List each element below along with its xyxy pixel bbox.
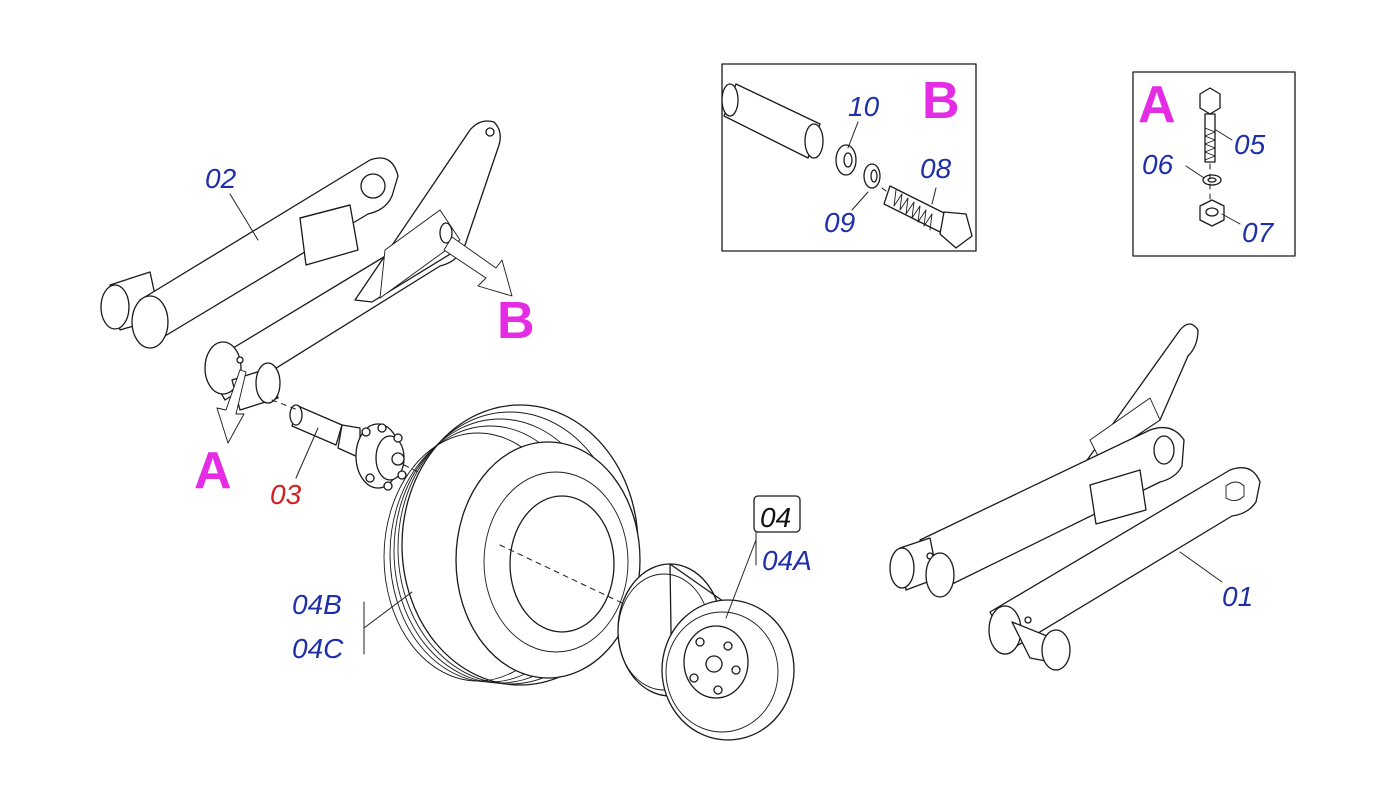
detail-pointer-a	[216, 369, 247, 444]
part-label-09[interactable]: 09	[824, 207, 855, 238]
bolt-08[interactable]	[881, 185, 973, 249]
part-label-02[interactable]: 02	[205, 163, 237, 194]
rim-04[interactable]	[617, 563, 795, 741]
detail-pointer-b	[443, 236, 513, 297]
part-label-05[interactable]: 05	[1234, 129, 1266, 160]
pin-part[interactable]	[721, 83, 824, 159]
tire-04b-04c[interactable]	[383, 404, 701, 686]
part-label-01[interactable]: 01	[1222, 581, 1253, 612]
washer-10[interactable]	[835, 144, 857, 176]
hub-shaft-03[interactable]	[271, 399, 431, 491]
nut-07[interactable]	[1199, 199, 1225, 227]
part-label-04a[interactable]: 04A	[762, 545, 812, 576]
part-label-06[interactable]: 06	[1142, 149, 1174, 180]
part-label-03[interactable]: 03	[270, 479, 302, 510]
selection-highlight	[753, 495, 801, 533]
detail-letter-b-inset: B	[922, 72, 960, 130]
detail-letter-a-main: A	[194, 442, 232, 500]
detail-letter-b-main: B	[497, 292, 535, 350]
part-label-07[interactable]: 07	[1242, 217, 1275, 248]
part-label-10[interactable]: 10	[848, 91, 880, 122]
washer-09[interactable]	[863, 163, 881, 189]
washer-06[interactable]	[1202, 174, 1222, 186]
part-label-04c[interactable]: 04C	[292, 633, 344, 664]
detail-letter-a-inset: A	[1138, 76, 1176, 134]
bolt-05[interactable]	[1199, 87, 1221, 163]
arm-assembly-01[interactable]	[889, 323, 1261, 671]
part-label-04b[interactable]: 04B	[292, 589, 342, 620]
arm-assembly-02[interactable]	[100, 120, 501, 411]
part-label-04[interactable]: 04	[760, 502, 791, 533]
part-label-08[interactable]: 08	[920, 153, 952, 184]
